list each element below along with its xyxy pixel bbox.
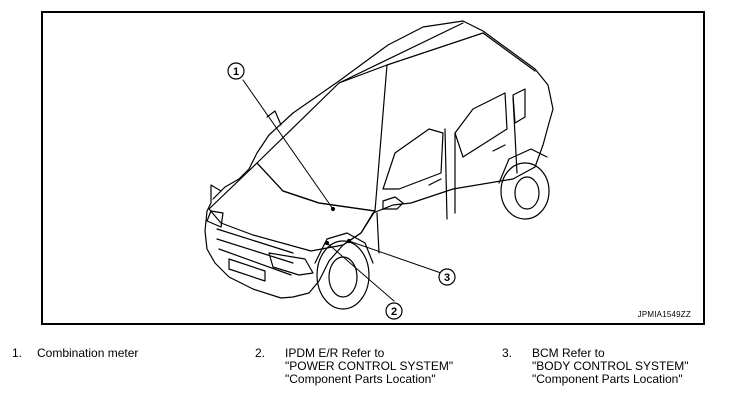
door-seams [376,96,518,254]
callout-1: 1 [227,62,245,80]
rear-door-window [454,92,508,158]
vehicle-illustration: 1 2 3 [204,20,554,320]
legend-number: 2. [255,346,266,360]
leader-line-1 [242,79,334,210]
roof-edge [338,22,536,84]
wiper [266,110,282,126]
rear-wheel-arch [498,148,548,184]
front-wheel-arch [314,232,374,264]
windshield [256,64,388,212]
headlight-right [268,252,314,276]
leader-dot-3 [346,238,352,244]
side-mirror [382,196,404,210]
front-wheel [316,240,370,310]
front-wheel-hub [328,256,358,298]
rear-side-window [512,88,526,124]
front-door-window [382,128,444,190]
door-handle-front [428,178,442,186]
door-handle-rear [492,144,506,152]
svg-text:3: 3 [444,272,450,284]
callout-3: 3 [438,268,456,286]
rear-wheel [500,162,550,220]
leader-dot-2 [324,240,330,246]
legend-text: BCM Refer to "BODY CONTROL SYSTEM" "Comp… [532,346,689,386]
leader-line-3 [348,240,442,274]
front-grille [216,228,294,282]
figure-code: JPMIA1549ZZ [637,310,691,319]
svg-text:2: 2 [391,306,397,318]
rear-wheel-hub [514,176,540,210]
leader-line-2 [326,242,395,302]
callout-2: 2 [385,302,403,320]
car-body-outline [204,20,554,299]
hood [208,162,376,252]
legend-text: Combination meter [37,346,139,360]
legend-text: IPDM E/R Refer to "POWER CONTROL SYSTEM"… [285,346,454,386]
legend-number: 3. [502,346,513,360]
headlight-left [206,210,224,228]
legend-number: 1. [12,346,23,360]
leader-dot-1 [330,206,336,212]
figure-frame: 1 2 3 JPMIA1549ZZ [41,11,705,325]
svg-text:1: 1 [233,66,239,78]
